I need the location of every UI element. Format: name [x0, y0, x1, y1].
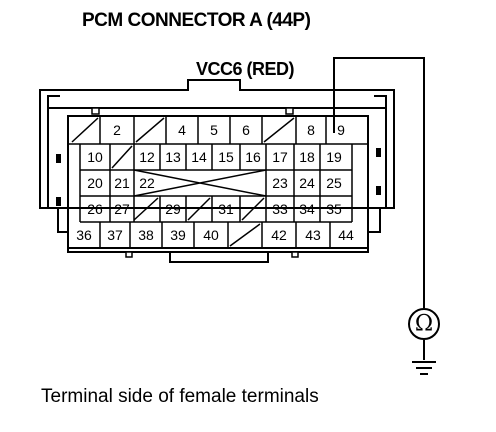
terminal-26: 26	[87, 201, 103, 217]
housing-lugs	[56, 148, 381, 206]
terminal-8: 8	[307, 122, 315, 138]
connector-body	[47, 107, 387, 209]
terminal-35: 35	[326, 201, 342, 217]
terminal-36: 36	[76, 227, 92, 243]
terminal-24: 24	[299, 175, 315, 191]
terminal-25: 25	[326, 175, 342, 191]
diagram-caption: Terminal side of female terminals	[41, 386, 319, 407]
terminal-grid	[68, 116, 368, 248]
terminal-40: 40	[203, 227, 219, 243]
terminal-18: 18	[299, 149, 315, 165]
right-rail	[374, 95, 387, 108]
ground-icon	[412, 361, 436, 375]
terminal-19: 19	[326, 149, 342, 165]
connector-housing-outline	[39, 79, 395, 253]
terminal-34: 34	[299, 201, 315, 217]
terminal-6: 6	[242, 122, 250, 138]
terminal-42: 42	[271, 227, 287, 243]
terminal-23: 23	[272, 175, 288, 191]
terminal-33: 33	[272, 201, 288, 217]
terminal-5: 5	[210, 122, 218, 138]
terminal-43: 43	[305, 227, 321, 243]
left-rail	[47, 95, 60, 108]
bottom-key	[169, 252, 269, 263]
terminal-13: 13	[165, 149, 181, 165]
terminal-9: 9	[337, 122, 345, 138]
terminal-22: 22	[139, 175, 155, 191]
terminal-15: 15	[218, 149, 234, 165]
terminal-14: 14	[191, 149, 207, 165]
terminal-4: 4	[178, 122, 186, 138]
terminal-29: 29	[165, 201, 181, 217]
terminal-10: 10	[87, 149, 103, 165]
test-lead	[333, 57, 425, 308]
wire-label: VCC6 (RED)	[196, 59, 295, 79]
unused-block-x	[133, 169, 267, 197]
empty-cavity-marks	[71, 117, 295, 247]
ohm-symbol: Ω	[415, 312, 433, 337]
grid-lines	[67, 115, 369, 249]
terminal-37: 37	[107, 227, 123, 243]
terminal-21: 21	[114, 175, 130, 191]
terminal-44: 44	[338, 227, 354, 243]
connector-title: PCM CONNECTOR A (44P)	[82, 10, 311, 31]
terminal-27: 27	[114, 201, 130, 217]
terminal-12: 12	[139, 149, 155, 165]
terminal-31: 31	[218, 201, 234, 217]
ohmmeter-icon: Ω	[408, 308, 440, 340]
terminal-38: 38	[138, 227, 154, 243]
terminal-2: 2	[113, 122, 121, 138]
terminal-16: 16	[245, 149, 261, 165]
terminal-17: 17	[272, 149, 288, 165]
terminal-39: 39	[170, 227, 186, 243]
terminal-20: 20	[87, 175, 103, 191]
